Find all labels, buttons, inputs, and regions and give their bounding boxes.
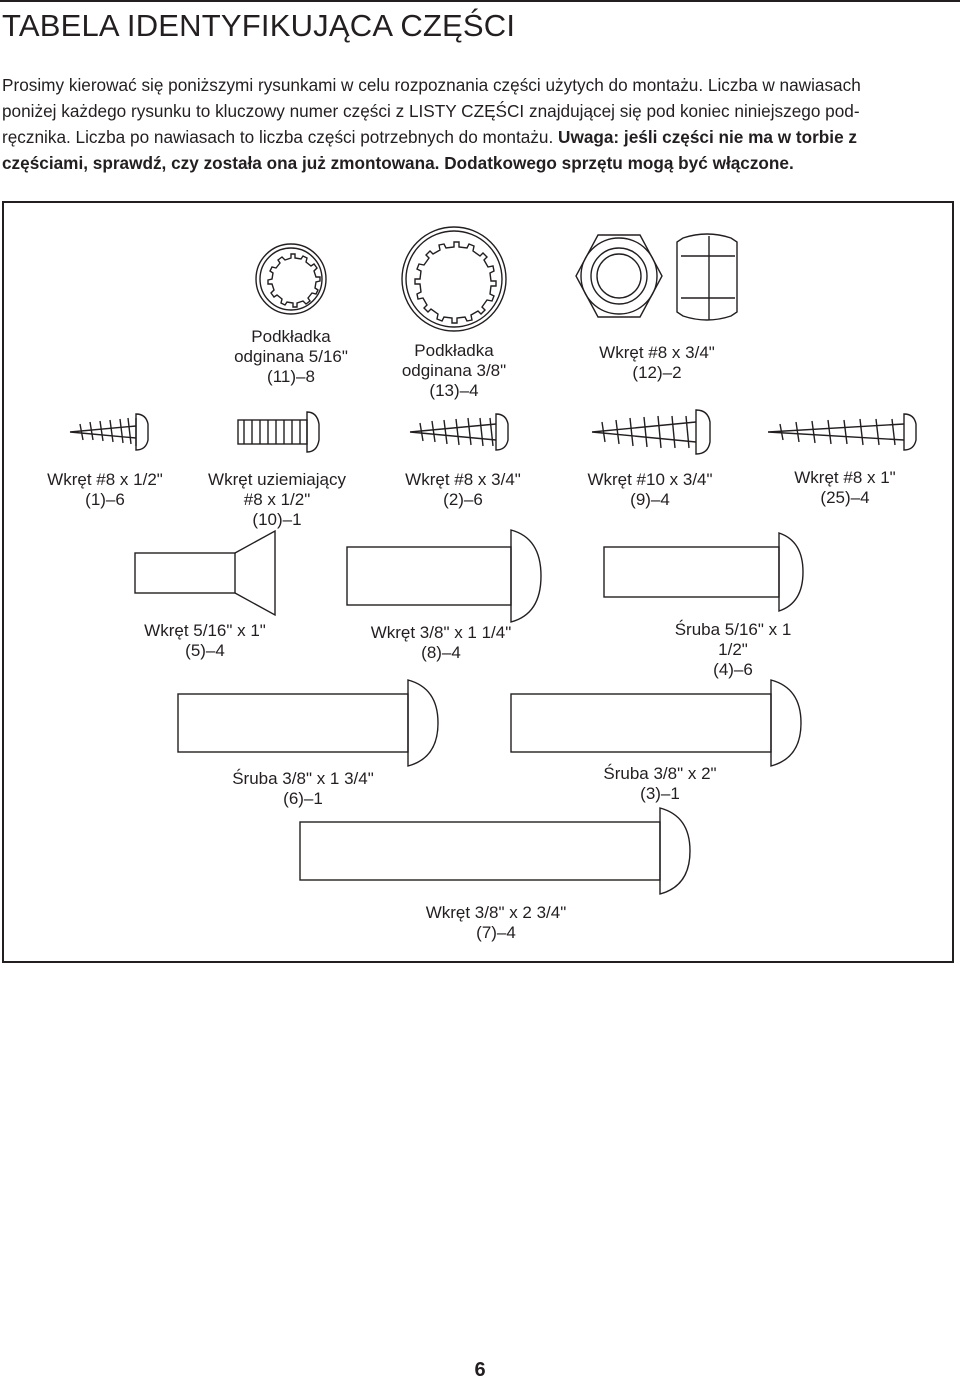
intro-line-4: częściami, sprawdź, czy została ona już …	[2, 150, 957, 176]
screw-3-8-x-1-1-4-icon	[346, 529, 542, 623]
label-nut-8-3-4: Wkręt #8 x 3/4" (12)–2	[599, 343, 715, 382]
intro-line-2: poniżej każdego rysunku to kluczowy nume…	[2, 101, 860, 121]
intro-line-4-bold: częściami, sprawdź, czy została ona już …	[2, 153, 794, 173]
bolt-5-16-x-1-1-2-icon	[603, 532, 804, 612]
screw-5-16-x-1-icon	[134, 529, 276, 617]
page-title: TABELA IDENTYFIKUJĄCA CZĘŚCI	[2, 8, 516, 43]
screw-10-3-4-icon	[591, 409, 711, 455]
screw-8-1-2-icon	[69, 413, 149, 451]
label-bolt-3-8-x-1-3-4: Śruba 3/8" x 1 3/4" (6)–1	[232, 769, 374, 808]
label-bolt-5-16-x-1-1-2: Śruba 5/16" x 1 1/2" (4)–6	[674, 620, 792, 679]
bolt-3-8-x-1-3-4-icon	[177, 679, 439, 767]
bolt-3-8-x-2-icon	[510, 679, 802, 767]
intro-paragraph: Prosimy kierować się poniższymi rysunkam…	[2, 72, 957, 176]
parts-chart-frame	[2, 201, 954, 963]
label-washer-3-8: Podkładka odginana 3/8" (13)–4	[401, 341, 507, 400]
page-number: 6	[474, 1359, 486, 1381]
label-washer-5-16: Podkładka odginana 5/16" (11)–8	[234, 327, 348, 386]
washer-5-16-icon	[255, 243, 327, 315]
label-bolt-3-8-x-2: Śruba 3/8" x 2" (3)–1	[603, 764, 717, 803]
label-screw-3-8-x-1-1-4: Wkręt 3/8" x 1 1/4" (8)–4	[370, 623, 512, 662]
label-screw-10-3-4: Wkręt #10 x 3/4" (9)–4	[587, 470, 713, 509]
label-ground-screw: Wkręt uziemiający #8 x 1/2" (10)–1	[208, 470, 346, 529]
label-screw-8-3-4: Wkręt #8 x 3/4" (2)–6	[405, 470, 521, 509]
washer-3-8-icon	[401, 226, 507, 332]
screw-3-8-x-2-3-4-icon	[299, 807, 691, 895]
intro-line-3-plain: ręcznika. Liczba po nawiasach to liczba …	[2, 127, 559, 147]
intro-line-3-bold: Uwaga: jeśli części nie ma w torbie z	[558, 127, 858, 147]
screw-8-3-4-icon	[409, 413, 509, 451]
intro-line-3: ręcznika. Liczba po nawiasach to liczba …	[2, 124, 957, 150]
label-screw-8-1: Wkręt #8 x 1" (25)–4	[794, 468, 896, 507]
ground-screw-icon	[237, 411, 320, 453]
label-screw-8-1-2: Wkręt #8 x 1/2" (1)–6	[47, 470, 163, 509]
label-screw-5-16-x-1: Wkręt 5/16" x 1" (5)–4	[144, 621, 266, 660]
nut-side-icon	[676, 233, 738, 321]
screw-8-1-icon	[767, 413, 917, 451]
nylon-nut-icon	[575, 234, 663, 318]
top-rule	[0, 0, 960, 2]
intro-line-1: Prosimy kierować się poniższymi rysunkam…	[2, 75, 861, 95]
label-screw-3-8-x-2-3-4: Wkręt 3/8" x 2 3/4" (7)–4	[425, 903, 567, 942]
